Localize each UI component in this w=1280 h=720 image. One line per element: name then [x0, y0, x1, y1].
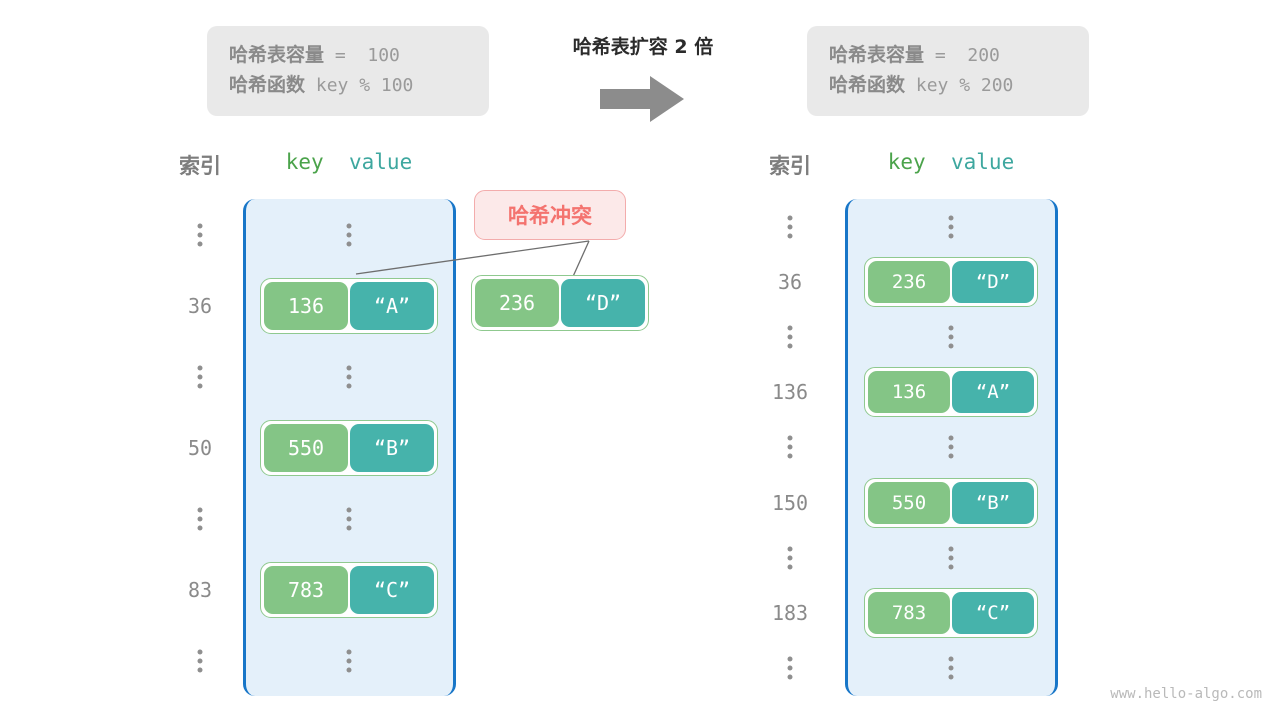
value-cell: “A”: [952, 371, 1034, 414]
row-ellipsis: [346, 223, 352, 246]
function-label: 哈希函数: [829, 74, 906, 97]
value-cell: “D”: [952, 260, 1034, 303]
index-label: 136: [771, 380, 809, 405]
function-value: key % 200: [905, 75, 1014, 97]
key-cell: 136: [868, 371, 950, 414]
value-cell: “A”: [350, 281, 434, 330]
key-cell: 550: [868, 481, 950, 524]
capacity-line-after: 哈希表容量 = 200: [829, 40, 1067, 70]
key-value-pair: 136“A”: [864, 367, 1038, 418]
index-label: 83: [187, 577, 213, 602]
capacity-line-before: 哈希表容量 = 100: [229, 40, 467, 70]
key-value-pair: 236“D”: [864, 256, 1038, 307]
index-ellipsis: [787, 546, 793, 570]
header-value-left: value: [349, 150, 413, 174]
row-ellipsis: [346, 507, 352, 530]
index-ellipsis: [787, 656, 793, 680]
watermark: www.hello-algo.com: [1110, 686, 1262, 702]
key-cell: 236: [475, 279, 559, 327]
index-ellipsis: [787, 215, 793, 239]
row-ellipsis: [948, 435, 954, 459]
row-ellipsis: [948, 546, 954, 570]
row-ellipsis: [948, 656, 954, 680]
row-ellipsis: [346, 365, 352, 388]
key-cell: 550: [264, 423, 348, 472]
capacity-label: 哈希表容量: [829, 44, 925, 66]
key-value-pair: 550“B”: [260, 419, 438, 476]
header-index-right: 索引: [769, 154, 811, 178]
index-ellipsis: [197, 223, 203, 246]
key-value-pair: 783“C”: [260, 561, 438, 618]
header-key-right: key: [887, 150, 926, 174]
value-cell: “C”: [952, 592, 1034, 634]
index-label: 50: [187, 435, 213, 460]
capacity-value: = 200: [924, 45, 1000, 66]
function-line-after: 哈希函数 key % 200: [829, 70, 1067, 100]
function-value: key % 100: [305, 75, 414, 97]
key-value-pair: 783“C”: [864, 588, 1038, 638]
capacity-label: 哈希表容量: [229, 44, 325, 66]
key-cell: 783: [264, 565, 348, 614]
header-key-left: key: [285, 150, 324, 174]
value-cell: “B”: [350, 423, 434, 472]
function-label: 哈希函数: [229, 74, 306, 97]
transition-title: 哈希表扩容 2 倍: [572, 36, 714, 58]
capacity-value: = 100: [324, 45, 400, 66]
key-value-pair: 236“D”: [471, 275, 649, 331]
info-box-after: 哈希表容量 = 200 哈希函数 key % 200: [807, 26, 1089, 116]
index-ellipsis: [197, 507, 203, 530]
index-ellipsis: [787, 325, 793, 349]
header-keyvalue-left: key value: [234, 150, 464, 174]
right-arrow-icon: [600, 76, 684, 126]
collision-badge: 哈希冲突: [474, 190, 626, 240]
row-ellipsis: [346, 649, 352, 672]
index-label: 183: [771, 601, 809, 625]
key-cell: 783: [868, 592, 950, 634]
function-line-before: 哈希函数 key % 100: [229, 70, 467, 100]
key-value-pair: 136“A”: [260, 277, 438, 334]
value-cell: “D”: [561, 279, 645, 327]
key-cell: 136: [264, 281, 348, 330]
header-keyvalue-right: key value: [836, 150, 1066, 174]
index-label: 36: [777, 269, 803, 294]
row-ellipsis: [948, 325, 954, 349]
info-box-before: 哈希表容量 = 100 哈希函数 key % 100: [207, 26, 489, 116]
index-label: 36: [187, 293, 213, 318]
value-cell: “B”: [952, 481, 1034, 524]
index-ellipsis: [197, 649, 203, 672]
row-ellipsis: [948, 215, 954, 239]
header-index-left: 索引: [179, 154, 221, 178]
key-cell: 236: [868, 260, 950, 303]
index-ellipsis: [787, 435, 793, 459]
header-value-right: value: [951, 150, 1015, 174]
value-cell: “C”: [350, 565, 434, 614]
index-label: 150: [771, 490, 809, 515]
key-value-pair: 550“B”: [864, 477, 1038, 528]
index-ellipsis: [197, 365, 203, 388]
